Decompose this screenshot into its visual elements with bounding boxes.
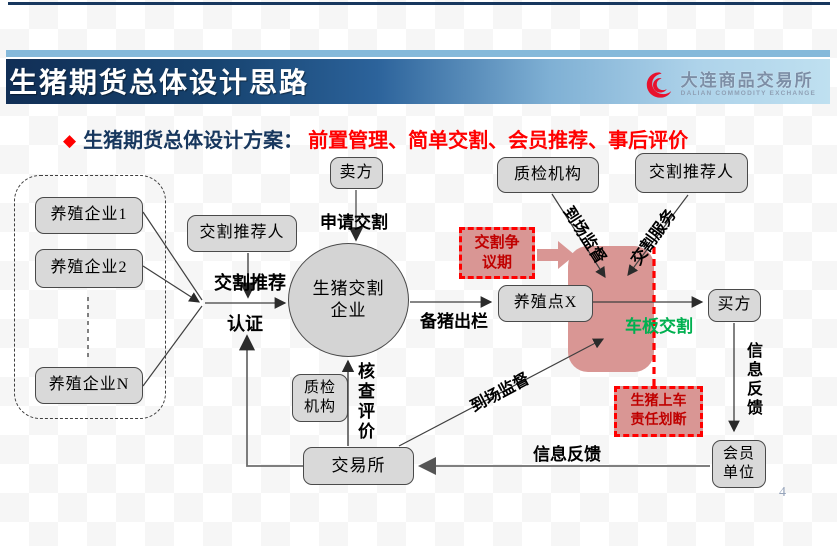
node-seller: 卖方 [330,157,383,189]
node-farm-n: 养殖企业N [35,367,143,404]
top-rule [8,2,830,5]
node-delivery-recommender-right: 交割推荐人 [635,153,748,193]
node-buyer: 买方 [708,289,761,322]
headline: ◆ 生猪期货总体设计方案： 前置管理、简单交割、会员推荐、事后评价 [63,124,688,153]
page-number: 4 [779,485,786,500]
header-stripe [6,50,830,59]
callout-delivery-dispute-period: 交割争 议期 [459,227,535,279]
page-title: 生猪期货总体设计思路 [9,67,310,99]
logo-text-cn: 大连商品交易所 [680,71,814,91]
node-farm-site-x: 养殖点X [498,285,593,322]
label-vehicle-board-delivery: 车板交割 [625,317,693,336]
callout-loading-responsibility-split: 生猪上车 责任划断 [614,386,703,437]
header-bar: 生猪期货总体设计思路 大连商品交易所 DALIAN COMMODITY EXCH… [6,50,830,104]
node-qc-agency-bottom: 质检 机构 [292,374,348,422]
node-hog-delivery-enterprise: 生猪交割 企业 [288,243,409,357]
node-farm-1: 养殖企业1 [35,197,143,234]
logo-text-en: DALIAN COMMODITY EXCHANGE [680,90,816,98]
label-info-feedback-vertical: 信息反馈 [744,342,761,418]
headline-keywords: 前置管理、简单交割、会员推荐、事后评价 [308,130,689,152]
diamond-bullet-icon: ◆ [63,131,77,150]
headline-label: 生猪期货总体设计方案： [83,130,304,152]
exchange-logo: 大连商品交易所 DALIAN COMMODITY EXCHANGE [644,70,816,100]
label-apply-delivery: 申请交割 [320,213,388,232]
node-qc-agency-top: 质检机构 [497,157,599,193]
label-certification: 认证 [227,314,263,334]
label-prepare-pigs: 备猪出栏 [420,312,488,331]
node-exchange: 交易所 [303,447,414,485]
label-info-feedback-horizontal: 信息反馈 [533,445,601,464]
node-member-unit: 会员 单位 [712,440,766,488]
label-delivery-recommend: 交割推荐 [214,273,286,293]
label-audit-evaluate: 核查评价 [355,362,374,442]
node-delivery-recommender-left: 交割推荐人 [187,215,297,252]
dce-swirl-icon [646,72,671,98]
node-farm-2: 养殖企业2 [35,249,143,288]
